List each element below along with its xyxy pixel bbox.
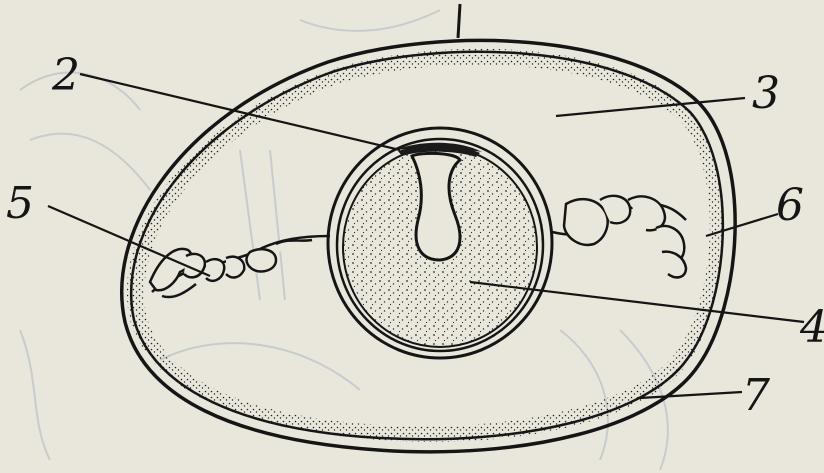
label-7: 7 (742, 370, 770, 421)
leader-line-7 (640, 392, 742, 398)
left-chalaza (150, 236, 330, 297)
label-6: 6 (776, 180, 804, 231)
label-3: 3 (752, 68, 780, 119)
label-2: 2 (51, 50, 80, 101)
top-line (458, 4, 460, 38)
leader-line-3 (556, 98, 745, 116)
label-4: 4 (799, 302, 824, 353)
right-chalaza (552, 196, 686, 278)
keyhole-cavity (412, 153, 460, 260)
leader-line-5 (48, 206, 210, 276)
label-5: 5 (6, 178, 34, 229)
leader-line-2 (80, 74, 400, 150)
